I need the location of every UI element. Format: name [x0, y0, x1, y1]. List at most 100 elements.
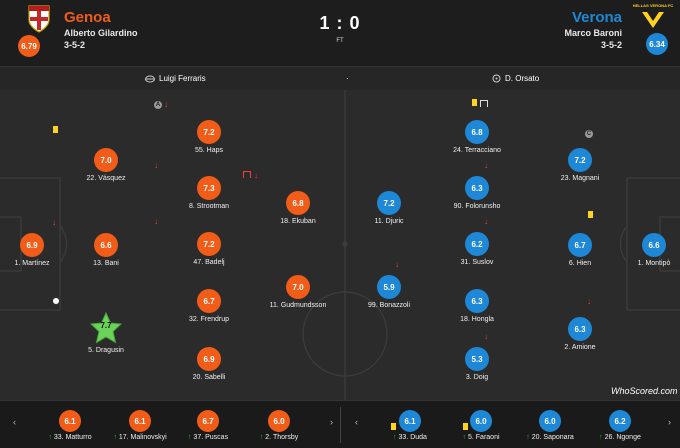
player-rating: 7.7: [100, 321, 112, 330]
player-name: 1. Martínez: [14, 260, 50, 267]
home-sub-malinovskyi[interactable]: 6.1 ↑17. Malinovskyi: [95, 410, 185, 441]
referee-info: D. Orsato: [492, 74, 539, 83]
player-name: 55. Haps: [194, 147, 224, 154]
sub-off-icon: ↓: [164, 100, 168, 109]
home-player-strootman[interactable]: ↓ 7.3 8. Strootman: [154, 161, 249, 210]
captain-icon: A: [154, 101, 162, 109]
home-player-haps[interactable]: A ↓ 7.2 55. Haps: [154, 100, 249, 154]
away-sub-ngonge[interactable]: 6.2 ↑26. Ngonge: [575, 410, 665, 441]
assist-boot-icon: [243, 171, 251, 178]
away-player-terracciano[interactable]: 6.8 24. Terracciano: [437, 99, 517, 154]
home-team-name[interactable]: Genoa: [64, 9, 111, 26]
player-name: 18. Ekuban: [280, 218, 316, 225]
sub-name: ↑17. Malinovskyi: [113, 434, 167, 441]
away-player-suslov[interactable]: ↓ 6.2 31. Suslov: [437, 217, 517, 266]
yellow-card-icon: [588, 211, 593, 218]
home-player-frendrup[interactable]: 6.7 32. Frendrup: [169, 289, 249, 323]
player-name: 22. Vásquez: [86, 175, 126, 182]
away-player-hongla[interactable]: 6.3 18. Hongla: [437, 289, 517, 323]
player-rating: 5.9: [377, 275, 401, 299]
assist-boot-icon: [480, 100, 488, 107]
player-rating: 7.0: [286, 275, 310, 299]
player-rating: 6.3: [465, 289, 489, 313]
away-player-djuric[interactable]: 7.2 11. Djuric: [349, 191, 429, 225]
home-sub-puscas[interactable]: 6.7 ↑37. Puscas: [163, 410, 253, 441]
player-name: 18. Hongla: [460, 316, 494, 323]
player-rating: 6.6: [642, 233, 666, 257]
away-player-montipo[interactable]: 6.6 1. Montipò: [614, 233, 680, 267]
home-player-bani[interactable]: ↓ 6.6 13. Bani: [52, 218, 146, 267]
yellow-card-icon: [391, 423, 396, 430]
player-name: 99. Bonazzoli: [367, 302, 411, 309]
verona-crest[interactable]: HELLAS VERONA FC: [628, 3, 678, 31]
away-player-hien[interactable]: 6.7 6. Hien: [540, 211, 620, 267]
home-player-dragusin[interactable]: 7.7 5. Dragusin: [52, 297, 146, 354]
player-rating: 6.9: [20, 233, 44, 257]
match-header: 6.79 Genoa Alberto Gilardino 3-5-2 1 : 0…: [0, 0, 680, 66]
away-player-magnani[interactable]: C 7.2 23. Magnani: [540, 130, 620, 182]
player-name: 13. Bani: [93, 260, 119, 267]
sub-name: ↑33. Duda: [393, 434, 427, 441]
sub-rating: 6.0: [539, 410, 561, 432]
sub-name: ↑20. Saponara: [526, 434, 574, 441]
player-name: 11. Djuric: [374, 218, 404, 225]
sub-off-icon: ↓: [395, 260, 399, 269]
stadium-icon: [145, 75, 155, 82]
player-name: 32. Frendrup: [188, 316, 230, 323]
player-rating: 5.3: [465, 347, 489, 371]
sub-off-icon: ↓: [484, 217, 488, 226]
yellow-card-icon: [472, 99, 477, 106]
sub-off-icon: ↓: [587, 297, 591, 306]
sub-off-icon: ↓: [484, 332, 488, 341]
player-rating: 6.3: [465, 176, 489, 200]
home-player-martinez[interactable]: 6.9 1. Martínez: [0, 233, 72, 267]
player-name: 1. Montipò: [637, 260, 671, 267]
sub-on-icon: ↑: [259, 434, 264, 441]
away-team-name[interactable]: Verona: [571, 9, 622, 26]
player-rating: 6.8: [465, 120, 489, 144]
sub-rating: 6.2: [609, 410, 631, 432]
bench-prev-arrow-icon[interactable]: ‹: [355, 417, 358, 427]
player-rating: 7.2: [377, 191, 401, 215]
away-player-bonazzoli[interactable]: ↓ 5.9 99. Bonazzoli: [349, 260, 429, 309]
player-name: 47. Badelj: [193, 259, 225, 266]
player-name: 3. Doig: [465, 374, 489, 381]
away-player-doig[interactable]: ↓ 5.3 3. Doig: [437, 332, 517, 381]
verona-griffin-icon: [642, 12, 664, 28]
home-sub-thorsby[interactable]: 6.0 ↑2. Thorsby: [234, 410, 324, 441]
away-player-amione[interactable]: ↓ 6.3 2. Amione: [540, 297, 620, 351]
home-player-badelj[interactable]: ↓ 7.2 47. Badelj: [154, 217, 249, 266]
player-name: 8. Strootman: [188, 203, 230, 210]
bench-next-arrow-icon[interactable]: ›: [668, 417, 671, 427]
home-sub-matturro[interactable]: 6.1 ↑33. Matturro: [25, 410, 115, 441]
away-sub-duda[interactable]: 6.1 ↑33. Duda: [365, 410, 455, 441]
yellow-card-icon: [53, 126, 58, 133]
home-player-ekuban[interactable]: ↓ 6.8 18. Ekuban: [243, 171, 338, 225]
away-sub-faraoni[interactable]: 6.0 ↑5. Faraoni: [436, 410, 526, 441]
whoscored-watermark: WhoScored.com: [611, 386, 678, 396]
match-score: 1 : 0: [319, 13, 361, 33]
home-player-sabelli[interactable]: 6.9 20. Sabelli: [169, 347, 249, 381]
sub-on-icon: ↑: [113, 434, 117, 441]
away-player-folorunsho[interactable]: ↓ 6.3 90. Folorunsho: [437, 161, 517, 210]
player-name: 23. Magnani: [560, 175, 600, 182]
bench-next-arrow-icon[interactable]: ›: [330, 417, 333, 427]
sub-rating: 6.0: [470, 410, 492, 432]
player-rating: 7.2: [568, 148, 592, 172]
away-sub-saponara[interactable]: 6.0 ↑20. Saponara: [505, 410, 595, 441]
home-player-gudmundsson[interactable]: 7.0 11. Gudmundsson: [258, 275, 338, 309]
player-name: 90. Folorunsho: [453, 203, 501, 210]
player-rating: 6.9: [197, 347, 221, 371]
player-name: 24. Terracciano: [453, 147, 501, 154]
home-player-vasquez[interactable]: 7.0 22. Vásquez: [53, 126, 146, 182]
sub-on-icon: ↑: [526, 434, 530, 441]
sub-rating: 6.7: [197, 410, 219, 432]
sub-off-icon: ↓: [254, 171, 258, 180]
player-name: 20. Sabelli: [192, 374, 226, 381]
bench-prev-arrow-icon[interactable]: ‹: [13, 417, 16, 427]
match-status: FT: [336, 38, 344, 44]
player-name: 6. Hien: [568, 260, 592, 267]
sub-rating: 6.1: [399, 410, 421, 432]
genoa-crest-icon[interactable]: [26, 4, 52, 34]
